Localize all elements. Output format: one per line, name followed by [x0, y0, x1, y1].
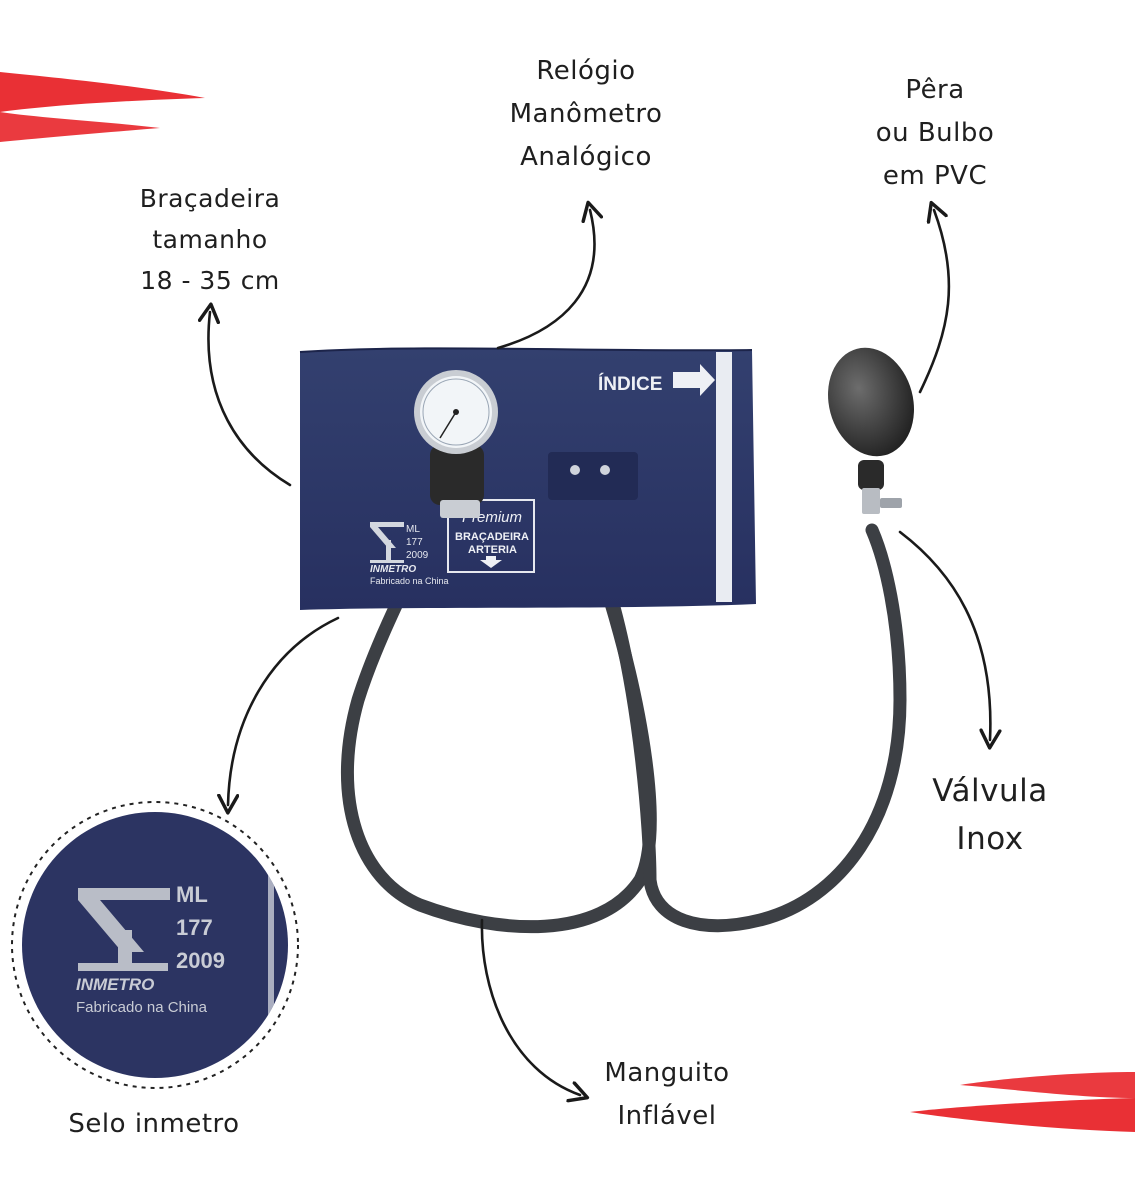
label-bracadeira-line2: tamanho [152, 225, 268, 254]
cuff-arteria: ARTERIA [468, 544, 517, 556]
indice-label: ÍNDICE [598, 373, 662, 395]
cuff-ml: ML [406, 524, 420, 535]
cuff-fabricado: Fabricado na China [370, 576, 449, 586]
cuff-year: 2009 [406, 550, 429, 561]
label-bracadeira: Braçadeira tamanho 18 - 35 cm [110, 178, 310, 301]
red-brush-strokes [0, 72, 1135, 1132]
label-relogio: Relógio Manômetro Analógico [486, 50, 686, 179]
seal-inmetro-logo-icon [78, 888, 170, 971]
label-selo-text: Selo inmetro [68, 1109, 240, 1139]
cuff-down-arrow-icon [480, 556, 502, 568]
seal-inmetro: INMETRO [76, 975, 154, 994]
label-pera-line2: ou Bulbo [875, 118, 995, 148]
label-valvula-line1: Válvula [932, 773, 1048, 809]
cuff-num: 177 [406, 537, 423, 548]
label-relogio-line3: Analógico [520, 142, 652, 172]
rubber-tubes [340, 498, 907, 934]
inmetro-seal-closeup: ML 177 2009 INMETRO Fabricado na China [11, 801, 299, 1089]
label-manguito-line1: Manguito [604, 1058, 730, 1088]
label-manguito-line2: Inflável [617, 1101, 717, 1131]
label-relogio-line1: Relógio [536, 56, 636, 86]
cuff-inmetro: INMETRO [370, 564, 416, 575]
label-relogio-line2: Manômetro [509, 99, 663, 129]
label-manguito: Manguito Inflável [567, 1052, 767, 1138]
label-selo: Selo inmetro [44, 1103, 264, 1146]
cuff-bracadeira: BRAÇADEIRA [455, 531, 529, 543]
valve-icon [862, 488, 880, 514]
seal-year: 2009 [176, 948, 225, 973]
label-bracadeira-line1: Braçadeira [139, 184, 281, 213]
label-pera-line1: Pêra [905, 75, 965, 105]
cuff-inmetro-logo-icon [370, 522, 404, 563]
label-valvula: Válvula Inox [890, 767, 1090, 863]
seal-fabricado: Fabricado na China [76, 999, 208, 1016]
label-pera-line3: em PVC [882, 161, 988, 191]
gauge [414, 370, 498, 518]
seal-num: 177 [176, 915, 213, 940]
bulb [828, 347, 914, 514]
seal-ml: ML [176, 882, 208, 907]
label-valvula-line2: Inox [956, 821, 1024, 857]
pointer-arrows [208, 210, 990, 1095]
label-pera: Pêra ou Bulbo em PVC [835, 69, 1035, 198]
indice-arrow-icon [673, 364, 715, 396]
cuff: ÍNDICE Premium BRAÇADEIRA ARTERIA ML 177… [299, 347, 756, 610]
label-bracadeira-line3: 18 - 35 cm [140, 266, 280, 295]
